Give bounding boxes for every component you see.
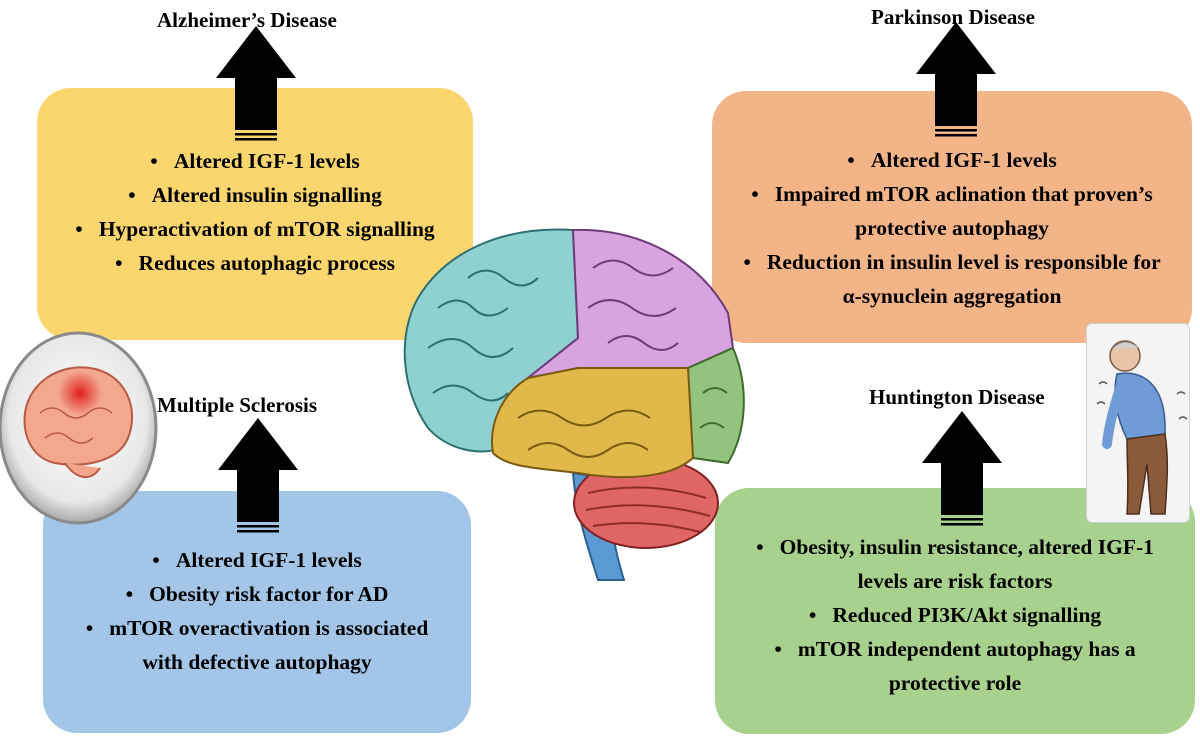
up-arrow-icon [218,418,298,536]
brain-illustration [388,218,758,588]
parkinson-point: •Reduction in insulin level is responsib… [743,250,1161,308]
alzheimers-point: •Altered insulin signalling [128,183,382,207]
multiple-sclerosis-box: •Altered IGF-1 levels •Obesity risk fact… [43,491,471,733]
parkinson-box: •Altered IGF-1 levels •Impaired mTOR acl… [712,91,1192,343]
alzheimers-point: •Altered IGF-1 levels [150,149,360,173]
up-arrow-icon [922,411,1002,529]
parkinson-title: Parkinson Disease [871,5,1035,29]
elderly-person-icon [1086,323,1190,523]
parkinson-point: •Impaired mTOR aclination that proven’s … [751,182,1153,240]
huntington-point: •mTOR independent autophagy has a protec… [774,637,1136,695]
parkinson-point: •Altered IGF-1 levels [847,148,1057,172]
alzheimers-title: Alzheimer’s Disease [157,8,337,32]
multiple-sclerosis-point: •Altered IGF-1 levels [152,548,362,572]
up-arrow-icon [916,22,996,140]
alzheimers-point: •Reduces autophagic process [115,251,395,275]
inflamed-brain-icon [0,318,160,528]
alzheimers-box: •Altered IGF-1 levels •Altered insulin s… [37,88,473,340]
huntington-point: •Reduced PI3K/Akt signalling [808,603,1102,627]
alzheimers-point: •Hyperactivation of mTOR signalling [75,217,435,241]
multiple-sclerosis-title: Multiple Sclerosis [157,393,318,417]
huntington-box: •Obesity, insulin resistance, altered IG… [715,488,1195,734]
multiple-sclerosis-point: •mTOR overactivation is associated with … [85,616,429,674]
multiple-sclerosis-point: •Obesity risk factor for AD [125,582,389,606]
huntington-title: Huntington Disease [869,385,1045,409]
up-arrow-icon [216,26,296,144]
huntington-point: •Obesity, insulin resistance, altered IG… [756,535,1154,593]
